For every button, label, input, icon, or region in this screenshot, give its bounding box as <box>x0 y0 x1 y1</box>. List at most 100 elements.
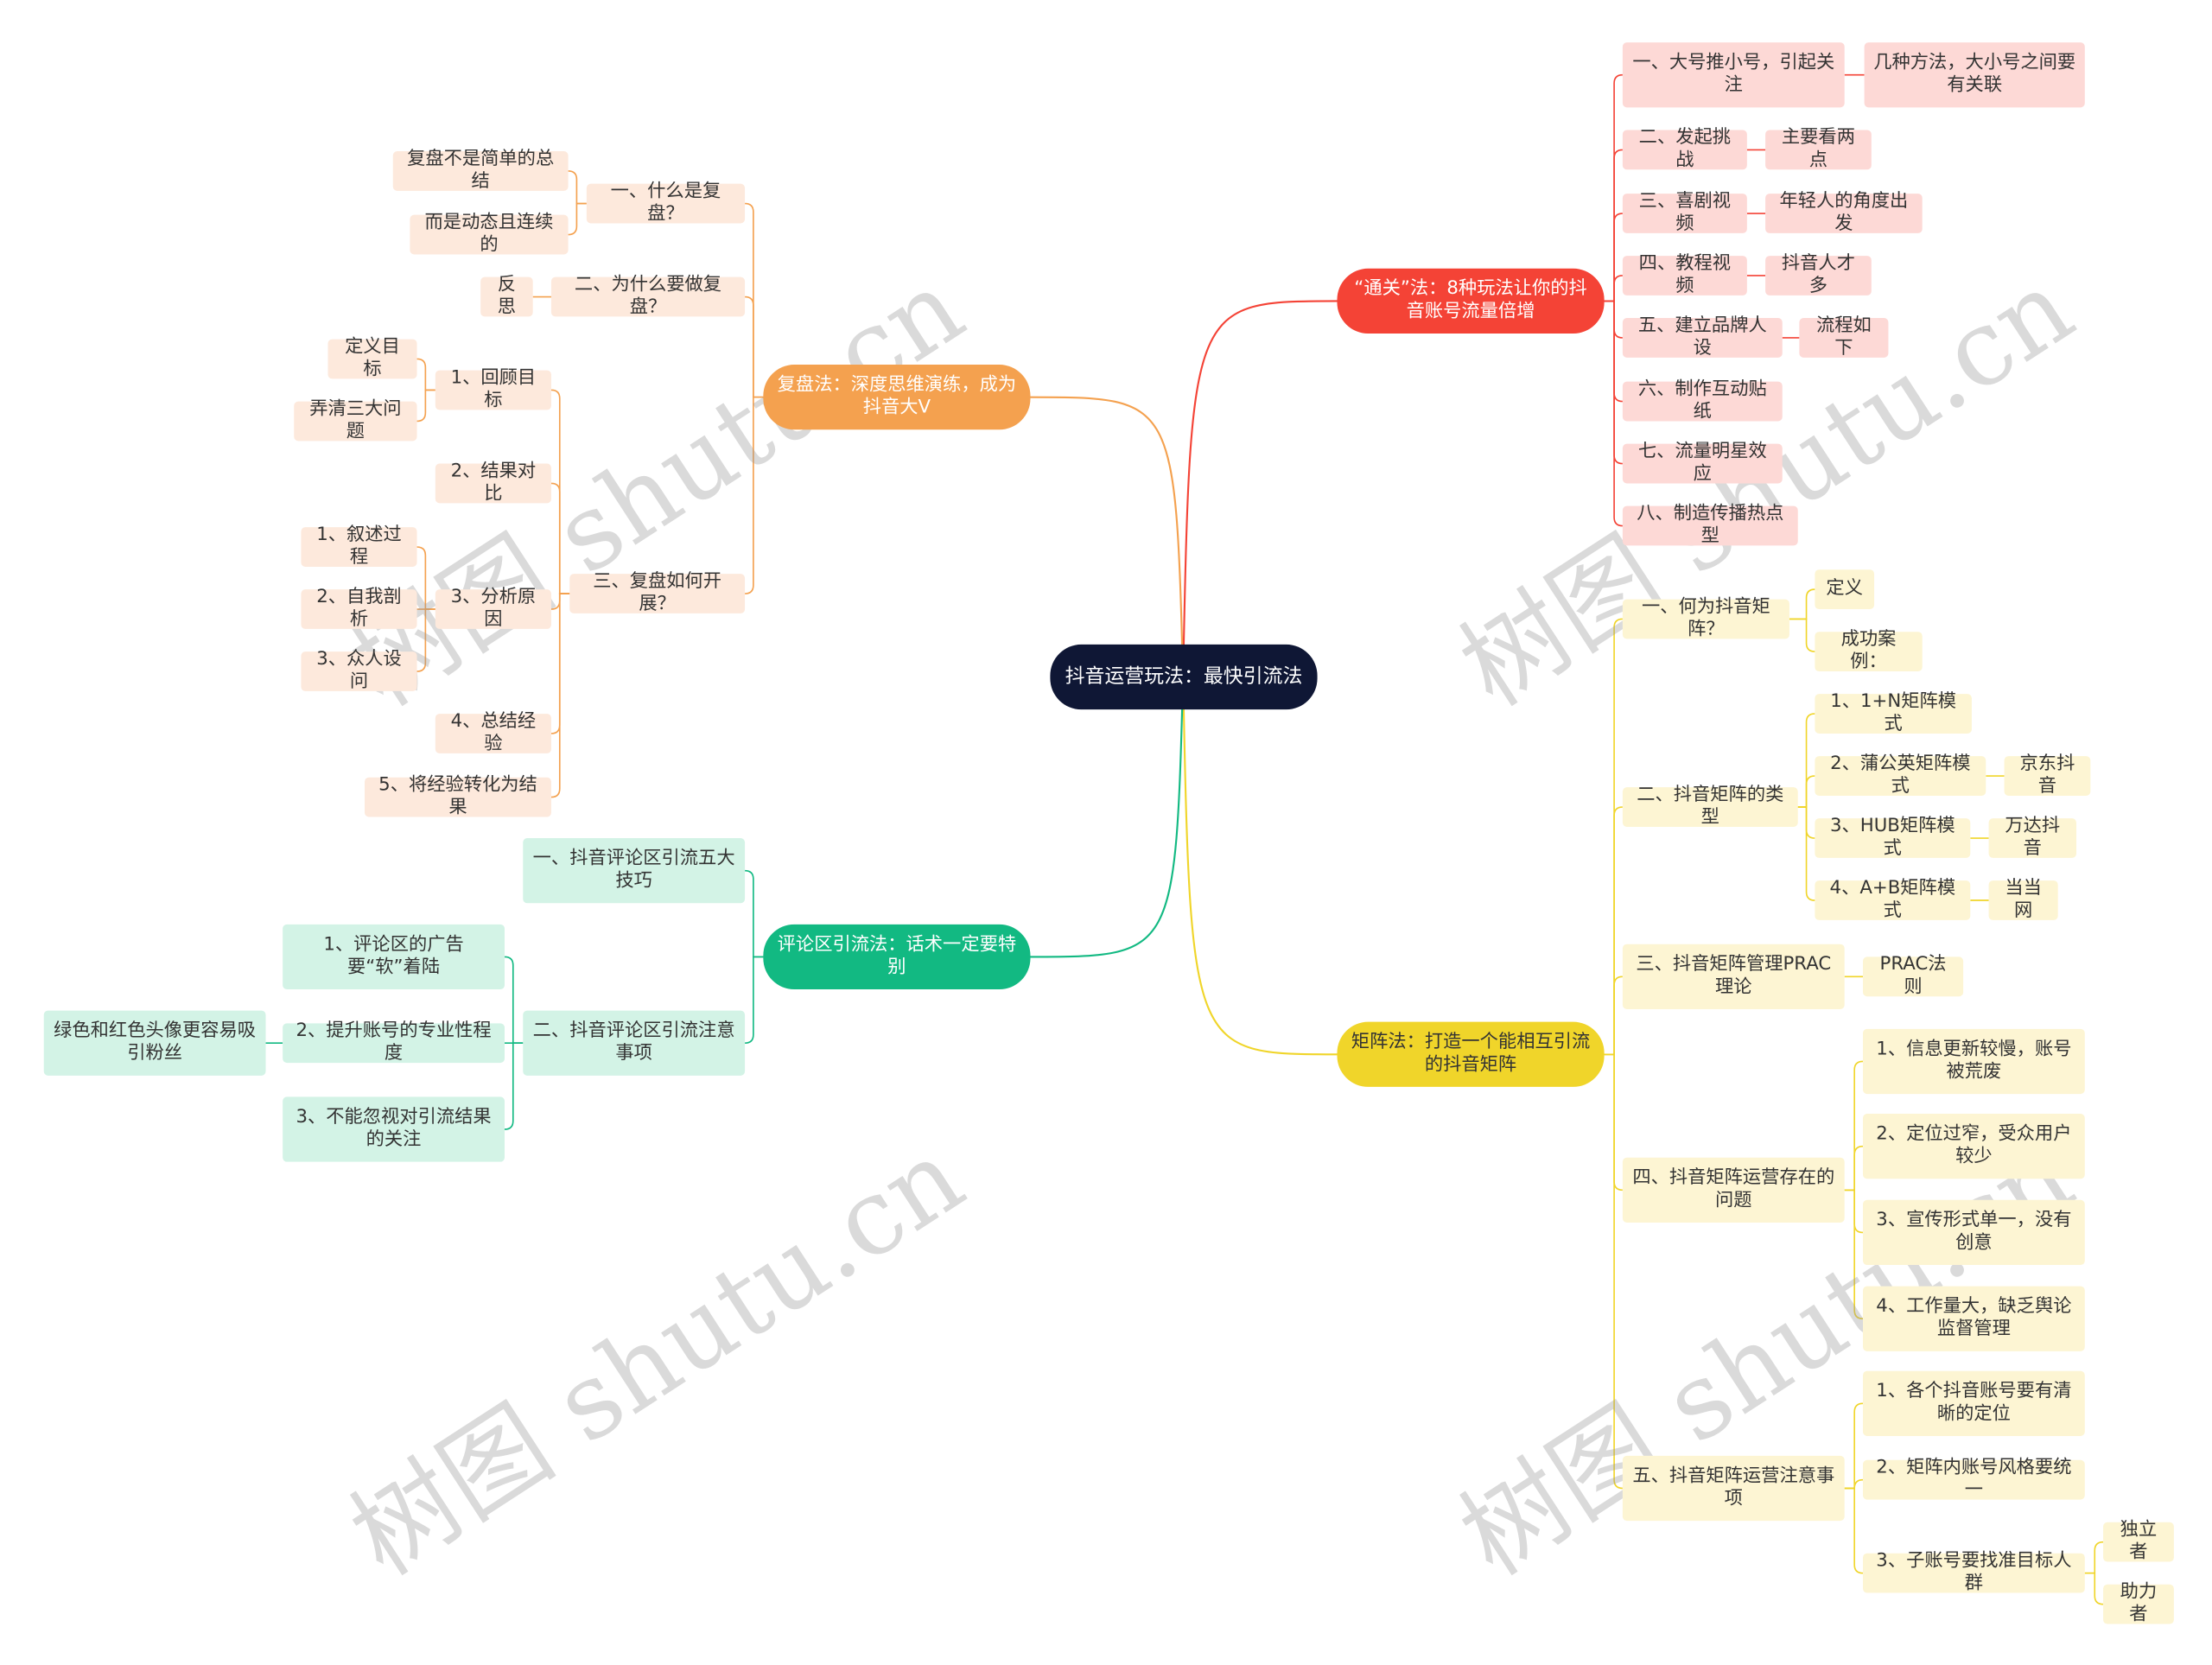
fupan-sub-connector <box>568 170 587 205</box>
fupan-sub-connector <box>550 482 570 594</box>
juzhen-sub-connector <box>1844 1402 1864 1490</box>
pinglun-note[interactable]: 3、不能忽视对引流结果的关注 <box>283 1096 505 1162</box>
juzhen-detail[interactable]: PRAC法则 <box>1862 954 1964 998</box>
fupan-sub-connector <box>550 593 570 734</box>
branch-tongguan[interactable]: “通关”法：8种玩法让你的抖音账号流量倍增 <box>1337 268 1605 334</box>
fupan-step[interactable]: 3、分析原因 <box>435 587 551 631</box>
root-connector <box>1182 677 1338 1056</box>
juzhen-question[interactable]: 二、抖音矩阵的类型 <box>1622 785 1798 829</box>
branch-fupan[interactable]: 复盘法：深度思维演练，成为抖音大V <box>763 365 1031 430</box>
fupan-step[interactable]: 4、总结经验 <box>435 711 551 755</box>
fupan-detail[interactable]: 复盘不是简单的总结 <box>392 149 569 192</box>
root-topic[interactable]: 抖音运营玩法：最快引流法 <box>1050 644 1318 710</box>
tongguan-item[interactable]: 四、教程视频 <box>1622 253 1747 297</box>
juzhen-target[interactable]: 独立者 <box>2103 1519 2174 1563</box>
tongguan-item[interactable]: 七、流量明星效应 <box>1622 441 1783 485</box>
tongguan-item[interactable]: 六、制作互动贴纸 <box>1622 378 1783 423</box>
fupan-sub-connector <box>550 593 570 798</box>
root-connector <box>1030 396 1185 677</box>
fupan-sub-connector <box>550 389 570 594</box>
pinglun-connector <box>745 869 764 958</box>
fupan-detail[interactable]: 反思 <box>480 274 533 318</box>
fupan-step[interactable]: 1、回顾目标 <box>435 367 551 411</box>
fupan-substep[interactable]: 弄清三大问题 <box>294 398 417 442</box>
juzhen-sub-connector <box>1844 1487 1864 1574</box>
fupan-substep[interactable]: 1、叙述过程 <box>301 524 417 569</box>
juzhen-question[interactable]: 一、何为抖音矩阵？ <box>1622 596 1789 640</box>
pinglun-sub-connector <box>504 956 524 1045</box>
juzhen-sub-connector <box>1844 1189 1864 1320</box>
tongguan-item[interactable]: 八、制造传播热点型 <box>1622 503 1798 547</box>
juzhen-sub-connector <box>2084 1541 2104 1574</box>
juzhen-problem[interactable]: 1、信息更新较慢，账号被荒废 <box>1862 1028 2085 1095</box>
tongguan-connector <box>1604 213 1623 302</box>
fupan-question[interactable]: 一、什么是复盘？ <box>586 181 746 225</box>
pinglun-question[interactable]: 二、抖音评论区引流注意事项 <box>523 1010 746 1076</box>
juzhen-type[interactable]: 3、HUB矩阵模式 <box>1815 816 1971 860</box>
juzhen-connector <box>1604 618 1623 1056</box>
tongguan-detail[interactable]: 流程如下 <box>1799 315 1889 359</box>
fupan-sub-connector <box>550 593 570 610</box>
pinglun-detail[interactable]: 绿色和红色头像更容易吸引粉丝 <box>43 1010 266 1076</box>
juzhen-target[interactable]: 助力者 <box>2103 1581 2174 1625</box>
tongguan-item[interactable]: 五、建立品牌人设 <box>1622 315 1783 359</box>
juzhen-sub-connector <box>1797 775 1815 808</box>
fupan-substep[interactable]: 定义目标 <box>327 336 417 380</box>
tongguan-detail[interactable]: 几种方法，大小号之间要有关联 <box>1864 42 2085 108</box>
branch-pinglun[interactable]: 评论区引流法：话术一定要特别 <box>763 924 1031 990</box>
fupan-sub-connector <box>416 608 435 672</box>
pinglun-sub-connector <box>504 1042 524 1130</box>
juzhen-sub-connector <box>1789 588 1815 620</box>
juzhen-sub-connector <box>2084 1572 2104 1605</box>
juzhen-type[interactable]: 1、1+N矩阵模式 <box>1815 691 1972 735</box>
branch-juzhen[interactable]: 矩阵法：打造一个能相互引流的抖音矩阵 <box>1337 1021 1605 1087</box>
fupan-sub-connector <box>416 389 435 423</box>
juzhen-question[interactable]: 五、抖音矩阵运营注意事项 <box>1622 1455 1845 1522</box>
juzhen-connector <box>1604 975 1623 1056</box>
tongguan-detail[interactable]: 主要看两点 <box>1765 127 1872 171</box>
juzhen-problem[interactable]: 3、宣传形式单一，没有创意 <box>1862 1199 2085 1266</box>
juzhen-example[interactable]: 万达抖音 <box>1988 816 2076 860</box>
pinglun-question[interactable]: 一、抖音评论区引流五大技巧 <box>523 838 746 904</box>
juzhen-type[interactable]: 2、蒲公英矩阵模式 <box>1815 753 1986 798</box>
fupan-sub-connector <box>568 202 587 236</box>
root-connector <box>1030 677 1185 958</box>
juzhen-note[interactable]: 2、矩阵内账号风格要统一 <box>1862 1458 2085 1501</box>
tongguan-connector <box>1604 300 1623 527</box>
juzhen-problem[interactable]: 2、定位过窄，受众用户较少 <box>1862 1114 2085 1179</box>
fupan-substep[interactable]: 3、众人设问 <box>301 649 417 693</box>
juzhen-example[interactable]: 京东抖音 <box>2004 753 2091 798</box>
fupan-step[interactable]: 2、结果对比 <box>435 461 551 505</box>
juzhen-note[interactable]: 3、子账号要找准目标人群 <box>1862 1550 2085 1594</box>
tongguan-item[interactable]: 一、大号推小号，引起关注 <box>1622 42 1845 108</box>
juzhen-example[interactable]: 当当网 <box>1988 878 2058 922</box>
juzhen-sub-connector <box>1797 806 1815 901</box>
juzhen-detail[interactable]: 定义 <box>1815 569 1875 610</box>
fupan-question[interactable]: 三、复盘如何开展？ <box>569 571 746 615</box>
tongguan-item[interactable]: 三、喜剧视频 <box>1622 191 1747 235</box>
juzhen-question[interactable]: 四、抖音矩阵运营存在的问题 <box>1622 1157 1845 1223</box>
juzhen-connector <box>1604 1053 1623 1490</box>
pinglun-note[interactable]: 1、评论区的广告要“软”着陆 <box>283 924 505 990</box>
juzhen-connector <box>1604 806 1623 1056</box>
juzhen-sub-connector <box>1844 1189 1864 1234</box>
juzhen-sub-connector <box>1789 618 1815 652</box>
pinglun-connector <box>745 956 764 1045</box>
juzhen-note[interactable]: 1、各个抖音账号要有清晰的定位 <box>1862 1370 2085 1436</box>
juzhen-detail[interactable]: 成功案例： <box>1815 629 1923 673</box>
tongguan-detail[interactable]: 年轻人的角度出发 <box>1765 191 1923 235</box>
juzhen-problem[interactable]: 4、工作量大，缺乏舆论监督管理 <box>1862 1286 2085 1351</box>
juzhen-type[interactable]: 4、A+B矩阵模式 <box>1815 878 1971 922</box>
pinglun-note[interactable]: 2、提升账号的专业性程度 <box>283 1020 505 1064</box>
fupan-connector <box>745 202 764 398</box>
tongguan-item[interactable]: 二、发起挑战 <box>1622 127 1747 171</box>
juzhen-question[interactable]: 三、抖音矩阵管理PRAC理论 <box>1622 944 1845 1009</box>
tongguan-detail[interactable]: 抖音人才多 <box>1765 253 1872 297</box>
fupan-detail[interactable]: 而是动态且连续的 <box>410 212 569 256</box>
tongguan-connector <box>1604 73 1623 302</box>
fupan-question[interactable]: 二、为什么要做复盘？ <box>550 274 746 318</box>
juzhen-sub-connector <box>1797 713 1815 808</box>
fupan-substep[interactable]: 2、自我剖析 <box>301 587 417 631</box>
fupan-step[interactable]: 5、将经验转化为结果 <box>365 774 551 818</box>
